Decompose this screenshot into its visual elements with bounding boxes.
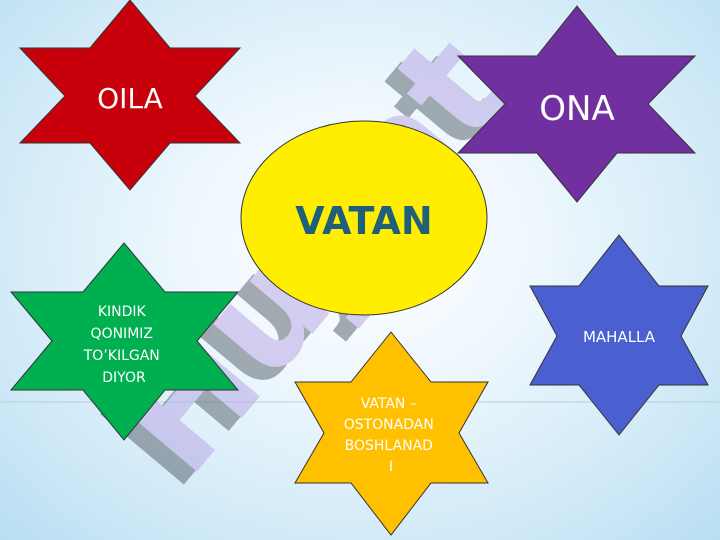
star-vatan-ostonadan-line: I: [389, 459, 393, 475]
star-vatan-ostonadan-label: VATAN – OSTONADAN BOSHLANAD I: [344, 396, 439, 475]
star-kindik-shape: [9, 242, 240, 441]
star-vatan-ostonadan-line: OSTONADAN: [344, 417, 434, 433]
star-ona: ONA: [456, 5, 697, 203]
star-ona-label: ONA: [539, 89, 614, 129]
star-oila-label: OILA: [97, 82, 163, 115]
center-vatan-label: VATAN: [295, 199, 432, 243]
center-vatan-shape: [240, 120, 488, 316]
star-oila-shape: [18, 0, 242, 191]
star-kindik-line: QONIMIZ: [91, 326, 153, 342]
star-mahalla-label: MAHALLA: [583, 328, 656, 346]
star-ona-shape: [456, 5, 697, 203]
star-kindik-line: KINDIK: [98, 304, 147, 320]
center-vatan: VATAN: [240, 120, 488, 316]
star-mahalla-shape: [529, 234, 709, 436]
star-kindik-line: DIYOR: [102, 370, 146, 386]
star-vatan-ostonadan: VATAN – OSTONADAN BOSHLANAD I: [294, 331, 489, 536]
star-vatan-ostonadan-shape: [294, 331, 489, 536]
star-vatan-ostonadan-line: BOSHLANAD: [345, 438, 433, 454]
star-kindik-label: KINDIK QONIMIZ TO’KILGAN DIYOR: [83, 304, 164, 386]
star-oila: OILA: [18, 0, 242, 191]
star-kindik: KINDIK QONIMIZ TO’KILGAN DIYOR: [9, 242, 240, 441]
star-vatan-ostonadan-line: VATAN –: [361, 396, 417, 412]
star-mahalla: MAHALLA: [529, 234, 709, 436]
star-kindik-line: TO’KILGAN: [83, 348, 160, 364]
